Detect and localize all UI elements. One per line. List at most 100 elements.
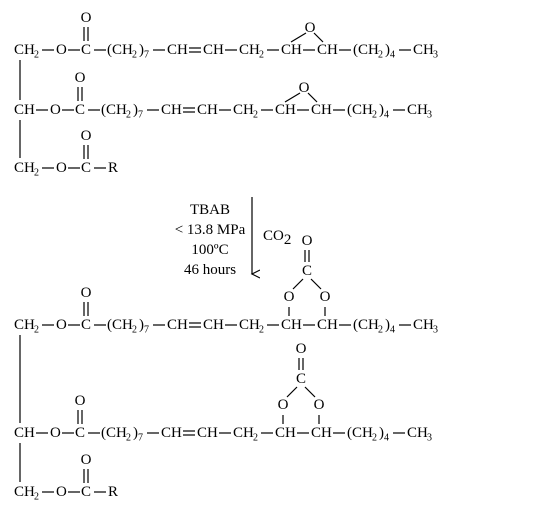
atom-CH2-9: CH (112, 42, 133, 58)
atom-CH-104: CH (14, 425, 35, 441)
pressure-label: < 13.8 MPa (175, 222, 246, 238)
reaction-conditions: TBAB < 13.8 MPa 100ºC 46 hours CO2 (175, 197, 291, 278)
subscript-1: 2 (34, 50, 39, 61)
subscript-98: 2 (378, 325, 383, 336)
reagent-formula: CO (263, 228, 284, 244)
atom-CH2-56: CH (352, 102, 373, 118)
subscript-10: 2 (132, 50, 137, 61)
atom-CH-46: CH (197, 102, 218, 118)
subscript-12: 7 (144, 50, 149, 61)
atom-R-71: R (108, 160, 118, 176)
atom-CH-118: CH (197, 425, 218, 441)
carbonate-bond (304, 386, 316, 398)
subscript-82: 2 (132, 325, 137, 336)
atom-CH2-97: CH (358, 317, 379, 333)
subscript-43: 7 (138, 110, 143, 121)
atom-O-66: O (56, 160, 67, 176)
atom-CH-87: CH (203, 317, 224, 333)
subscript-121: 2 (253, 433, 258, 444)
atom-paren_open-24: ( (353, 42, 358, 58)
subscript-31: 3 (433, 50, 438, 61)
epoxide-bond (307, 92, 318, 103)
atom-paren_open-55: ( (347, 102, 352, 118)
atom-paren_close-42: ) (133, 102, 138, 118)
subscript-28: 4 (390, 50, 395, 61)
atom-O-141: O (81, 452, 92, 468)
reagent-subscript: 2 (284, 232, 292, 248)
atom-CH2-120: CH (233, 425, 254, 441)
atom-CH2-135: CH (14, 484, 35, 500)
subscript-73: 2 (34, 325, 39, 336)
epoxide-oxygen: O (305, 20, 316, 36)
epoxide-bond (290, 32, 307, 43)
atom-paren_close-114: ) (133, 425, 138, 441)
atom-CH-53: CH (311, 102, 332, 118)
atom-O-106: O (50, 425, 61, 441)
atom-CH-51: CH (275, 102, 296, 118)
atom-paren_open-39: ( (101, 102, 106, 118)
atom-CH2-72: CH (14, 317, 35, 333)
atom-O-6: O (81, 10, 92, 26)
subscript-115: 7 (138, 433, 143, 444)
atom-O-109: O (75, 393, 86, 409)
subscript-59: 4 (384, 110, 389, 121)
catalyst-label: TBAB (190, 202, 230, 218)
subscript-90: 2 (259, 325, 264, 336)
subscript-62: 3 (427, 110, 432, 121)
atom-CH2-0: CH (14, 42, 35, 58)
atom-CH-123: CH (275, 425, 296, 441)
atom-paren_open-8: ( (107, 42, 112, 58)
carbonate-oxygen: O (284, 289, 295, 305)
atom-O-75: O (56, 317, 67, 333)
carbonate-bond (286, 386, 298, 398)
atom-CH2-63: CH (14, 160, 35, 176)
atom-CH2-25: CH (358, 42, 379, 58)
subscript-134: 3 (427, 433, 432, 444)
atom-CH-14: CH (167, 42, 188, 58)
atom-paren_open-96: ( (353, 317, 358, 333)
carbonate-bond (310, 278, 322, 290)
subscript-113: 2 (126, 433, 131, 444)
carbonate-oxygen: O (320, 289, 331, 305)
atom-CH-32: CH (14, 102, 35, 118)
atom-paren_open-127: ( (347, 425, 352, 441)
atom-CH3-102: CH (413, 317, 434, 333)
atom-CH-125: CH (311, 425, 332, 441)
subscript-64: 2 (34, 168, 39, 179)
atom-C-5: C (81, 42, 91, 58)
atom-C-77: C (81, 317, 91, 333)
temperature-label: 100ºC (191, 242, 228, 258)
atom-O-3: O (56, 42, 67, 58)
atom-CH-20: CH (281, 42, 302, 58)
carbonate-oxygen: O (296, 341, 307, 357)
atom-C-68: C (81, 160, 91, 176)
atom-paren_close-58: ) (379, 102, 384, 118)
carbonate-oxygen: O (302, 233, 313, 249)
subscript-18: 2 (259, 50, 264, 61)
atom-O-78: O (81, 285, 92, 301)
subscript-41: 2 (126, 110, 131, 121)
atom-CH-117: CH (161, 425, 182, 441)
reagent-label: CO2 (263, 228, 291, 248)
atom-CH-86: CH (167, 317, 188, 333)
subscript-57: 2 (372, 110, 377, 121)
atom-CH-45: CH (161, 102, 182, 118)
atom-C-36: C (75, 102, 85, 118)
carbonate-oxygen: O (314, 397, 325, 413)
atom-O-69: O (81, 128, 92, 144)
carbonate-bond (292, 278, 304, 290)
atom-CH-94: CH (317, 317, 338, 333)
atom-paren_open-80: ( (107, 317, 112, 333)
subscript-131: 4 (384, 433, 389, 444)
atom-CH-92: CH (281, 317, 302, 333)
atom-CH3-61: CH (407, 102, 428, 118)
atom-paren_close-99: ) (385, 317, 390, 333)
atom-CH2-128: CH (352, 425, 373, 441)
atom-CH3-133: CH (407, 425, 428, 441)
atom-paren_close-83: ) (139, 317, 144, 333)
subscript-84: 7 (144, 325, 149, 336)
atom-CH3-30: CH (413, 42, 434, 58)
atom-R-143: R (108, 484, 118, 500)
